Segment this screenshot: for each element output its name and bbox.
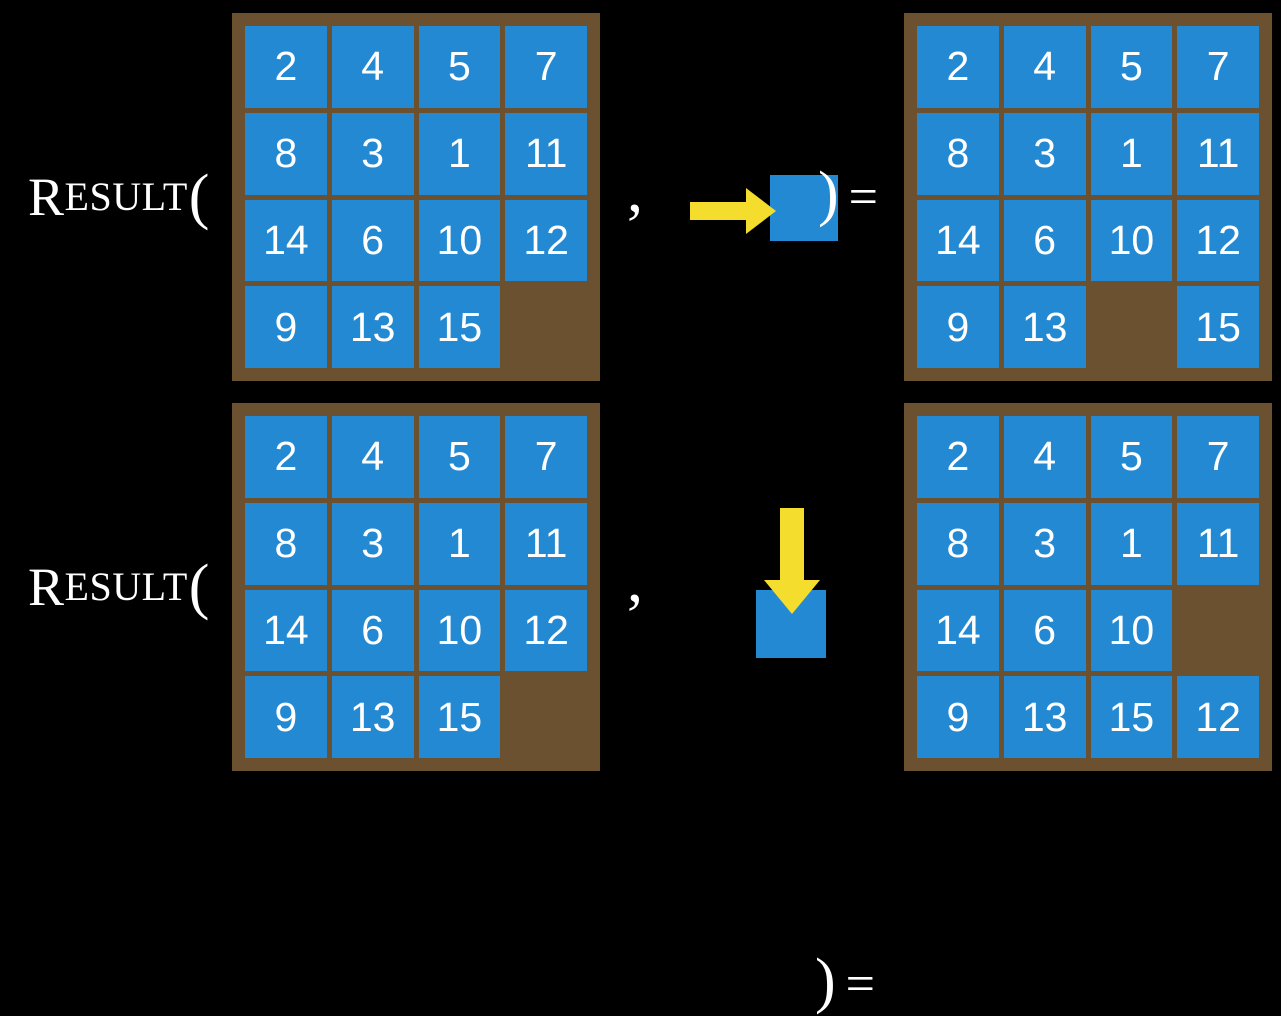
- tile[interactable]: 2: [917, 26, 999, 108]
- close-paren: ): [815, 947, 836, 1015]
- tile[interactable]: 5: [1090, 416, 1173, 498]
- tile[interactable]: 13: [1003, 676, 1086, 758]
- tile[interactable]: 4: [331, 416, 414, 498]
- equation-row-move-right: R ESULT ( 2 4 5 7 8 3 1 11 14 6 10 12 9 …: [0, 0, 1281, 390]
- open-paren: (: [188, 163, 210, 231]
- input-board-row-0: 2 4 5 7 8 3 1 11 14 6 10 12 9 13 15: [232, 13, 600, 381]
- operator-area-row-1: , )=: [610, 390, 900, 1013]
- result-label-initial: R: [28, 167, 65, 227]
- tile[interactable]: 10: [1090, 589, 1173, 672]
- tile[interactable]: 12: [1177, 199, 1259, 282]
- open-paren: (: [188, 553, 210, 621]
- tile[interactable]: 14: [245, 199, 327, 282]
- tile[interactable]: 11: [1177, 112, 1259, 195]
- tile[interactable]: 4: [331, 26, 414, 108]
- result-label-initial: R: [28, 557, 65, 617]
- tile[interactable]: 10: [418, 199, 501, 282]
- tile[interactable]: 2: [245, 416, 327, 498]
- tile[interactable]: 8: [245, 112, 327, 195]
- tile[interactable]: 15: [1177, 286, 1259, 368]
- tile[interactable]: 10: [418, 589, 501, 672]
- tile[interactable]: 11: [1177, 502, 1259, 585]
- tile[interactable]: 12: [1177, 676, 1259, 758]
- comma-separator: ,: [627, 544, 643, 615]
- tile[interactable]: 1: [1090, 502, 1173, 585]
- equation-row-move-down: R ESULT ( 2 4 5 7 8 3 1 11 14 6 10 12 9 …: [0, 390, 1281, 1013]
- tile[interactable]: 15: [1090, 676, 1173, 758]
- tile[interactable]: 6: [331, 199, 414, 282]
- result-label-rest: ESULT: [64, 174, 188, 219]
- tile[interactable]: 2: [245, 26, 327, 108]
- equals-sign: =: [848, 169, 878, 226]
- tile[interactable]: 7: [505, 26, 587, 108]
- tile[interactable]: 3: [331, 112, 414, 195]
- tile[interactable]: 8: [245, 502, 327, 585]
- action-glyph-move-down: [665, 500, 865, 680]
- tile[interactable]: 3: [1003, 112, 1086, 195]
- tile[interactable]: 5: [418, 416, 501, 498]
- tile[interactable]: 1: [418, 502, 501, 585]
- tile[interactable]: 7: [505, 416, 587, 498]
- tile[interactable]: 9: [245, 286, 327, 368]
- tile[interactable]: 1: [1090, 112, 1173, 195]
- tile[interactable]: 11: [505, 502, 587, 585]
- tile[interactable]: 8: [917, 112, 999, 195]
- tile[interactable]: 14: [917, 589, 999, 672]
- tile[interactable]: 14: [917, 199, 999, 282]
- tile[interactable]: 7: [1177, 416, 1259, 498]
- tile[interactable]: 5: [1090, 26, 1173, 108]
- tile[interactable]: 9: [245, 676, 327, 758]
- closing-expression-row-1: )=: [815, 950, 875, 1016]
- input-board-row-1: 2 4 5 7 8 3 1 11 14 6 10 12 9 13 15: [232, 403, 600, 771]
- action-glyph-move-right: [650, 160, 850, 260]
- result-label-rest: ESULT: [64, 564, 188, 609]
- tile[interactable]: 3: [1003, 502, 1086, 585]
- tile[interactable]: 15: [418, 286, 501, 368]
- tile[interactable]: 15: [418, 676, 501, 758]
- tile[interactable]: 12: [505, 199, 587, 282]
- tile[interactable]: 13: [1003, 286, 1086, 368]
- tile[interactable]: 5: [418, 26, 501, 108]
- tile[interactable]: 7: [1177, 26, 1259, 108]
- arrow-right-icon: [690, 188, 776, 234]
- tile[interactable]: 8: [917, 502, 999, 585]
- closing-expression-row-0: )=: [818, 163, 878, 229]
- comma-separator: ,: [627, 154, 643, 225]
- tile[interactable]: 6: [1003, 589, 1086, 672]
- tile[interactable]: 2: [917, 416, 999, 498]
- equals-sign: =: [845, 956, 875, 1013]
- empty-slot[interactable]: [1091, 286, 1173, 368]
- result-label-row-0: R ESULT (: [28, 162, 210, 232]
- tile[interactable]: 4: [1003, 26, 1086, 108]
- arrow-down-icon: [764, 508, 820, 614]
- empty-slot[interactable]: [505, 286, 587, 368]
- result-label-row-1: R ESULT (: [28, 552, 210, 622]
- output-board-row-0: 2 4 5 7 8 3 1 11 14 6 10 12 9 13 15: [904, 13, 1272, 381]
- blank-tile-marker: [770, 175, 838, 241]
- empty-slot[interactable]: [1177, 590, 1259, 672]
- tile[interactable]: 9: [917, 676, 999, 758]
- tile[interactable]: 13: [331, 286, 414, 368]
- tile[interactable]: 4: [1003, 416, 1086, 498]
- tile[interactable]: 12: [505, 589, 587, 672]
- tile[interactable]: 6: [331, 589, 414, 672]
- tile[interactable]: 3: [331, 502, 414, 585]
- tile[interactable]: 6: [1003, 199, 1086, 282]
- tile[interactable]: 9: [917, 286, 999, 368]
- output-board-row-1: 2 4 5 7 8 3 1 11 14 6 10 9 13 15 12: [904, 403, 1272, 771]
- empty-slot[interactable]: [505, 676, 587, 758]
- close-paren: ): [818, 160, 839, 228]
- tile[interactable]: 11: [505, 112, 587, 195]
- tile[interactable]: 1: [418, 112, 501, 195]
- operator-area-row-0: , )=: [610, 0, 900, 390]
- tile[interactable]: 10: [1090, 199, 1173, 282]
- tile[interactable]: 14: [245, 589, 327, 672]
- tile[interactable]: 13: [331, 676, 414, 758]
